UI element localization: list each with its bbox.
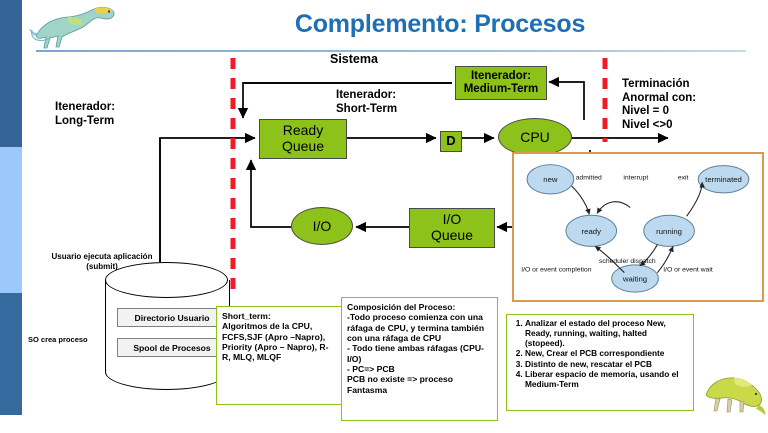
note-short-term: Short_term: Algoritmos de la CPU, FCFS,S… [216,306,342,405]
note-short-term-body: Algoritmos de la CPU, FCFS,SJF (Apro –Na… [222,321,329,363]
note-steps: Analizar el estado del proceso New, Read… [506,314,694,411]
sidebar-accent-bar-top [0,0,22,147]
system-label: Sistema [330,52,378,66]
io-node[interactable]: I/O [291,207,353,245]
state-label-terminated: terminated [705,175,742,184]
transition-label-exit: exit [678,174,689,181]
sidebar-accent-bar-middle [0,147,22,293]
note-steps-list: Analizar el estado del proceso New, Read… [512,318,688,390]
process-storage-cylinder: Directorio Usuario Spool de Procesos [105,262,230,392]
list-item: Liberar espacio de memoria, usando el Me… [525,369,688,390]
note-composicion-line-4: PCB no existe => proceso Fantasma [347,374,454,395]
transition-label-admitted: admitted [576,174,602,181]
state-label-running: running [656,227,682,236]
io-queue-box[interactable]: I/O Queue [409,208,495,248]
note-composicion-line-2: - Todo tiene ambas ráfagas (CPU-I/O) [347,343,484,364]
note-short-term-title: Short_term: [222,311,271,321]
state-terminated [697,165,750,194]
dinosaur-illustration-top [29,6,115,49]
storage-item-spool-de-procesos[interactable]: Spool de Procesos [117,338,227,357]
process-state-diagram: new ready running waiting terminated adm… [521,164,750,293]
scheduler-short-term-label: Itenerador: Short-Term [336,89,398,115]
note-composicion-line-1: -Todo proceso comienza con una ráfaga de… [347,312,485,343]
list-item: New, Crear el PCB correspondiente [525,348,688,359]
ready-queue-box[interactable]: Ready Queue [259,119,347,159]
title-divider [36,50,746,52]
transition-label-interrupt: interrupt [623,174,648,181]
transition-label-io-event-wait: I/O or event wait [663,267,713,274]
so-creates-process-label: SO crea proceso [28,335,88,344]
note-composicion-line-3: - PC=> PCB [347,363,395,374]
state-new [526,164,575,195]
cpu-node[interactable]: CPU [498,118,572,156]
state-label-waiting: waiting [622,274,647,283]
user-submit-label: Usuario ejecuta aplicación (submit) [51,252,153,271]
state-label-new: new [543,175,558,184]
termination-label: Terminación Anormal con: Nivel = 0 Nivel… [622,78,697,131]
cylinder-top [105,262,228,298]
scheduler-long-term-label: Itenerador: Long-Term [55,101,116,127]
state-label-ready: ready [582,227,602,236]
list-item: Analizar el estado del proceso New, Read… [525,318,688,349]
note-composicion: Composición del Proceso: -Todo proceso c… [341,297,498,421]
transition-label-scheduler-dispatch: scheduler dispatch [599,258,656,265]
storage-item-directorio-usuario[interactable]: Directorio Usuario [117,308,227,327]
process-state-diagram-panel: new ready running waiting terminated adm… [512,152,764,302]
scheduler-medium-term-box[interactable]: Itenerador: Medium-Term [455,66,547,100]
state-ready [565,214,618,247]
list-item: Distinto de new, rescatar el PCB [525,359,688,370]
dispatcher-box[interactable]: D [440,131,462,152]
dinosaur-illustration-bottom [705,377,766,415]
transition-label-io-event-completion: I/O or event completion [521,267,591,274]
page-title: Complemento: Procesos [294,10,586,38]
sidebar-accent-bar-bottom [0,293,22,415]
note-composicion-title: Composición del Proceso: [347,302,456,312]
